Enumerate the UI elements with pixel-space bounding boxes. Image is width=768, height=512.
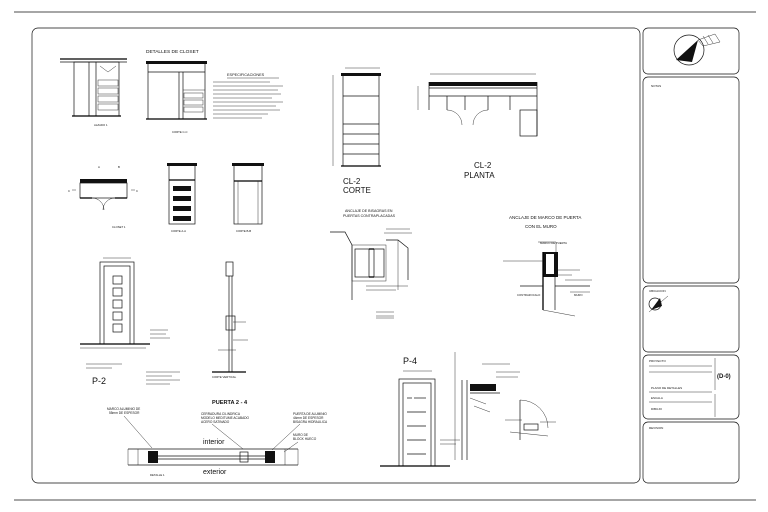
door-plan-detail: MARCO ALUMINIO DE 55mm DE ESPESOR CERRAD…	[107, 407, 328, 477]
interior-label: interior	[203, 439, 225, 446]
closet1-label: CLOSET 1	[112, 225, 126, 229]
p4-label: P-4	[403, 356, 417, 366]
location-box	[642, 285, 740, 353]
corte-cc-label: CORTE C-C	[172, 130, 188, 134]
closet-section-bb: CORTE B-B	[232, 163, 264, 233]
muro-block-line1: MURO DE	[293, 433, 308, 437]
drawing-frame	[31, 27, 641, 484]
muro-callout: MURO	[574, 293, 583, 297]
detalle1-label: DETALLE 1	[150, 473, 165, 477]
anclaje-marco-line2: CON EL MURO	[525, 224, 557, 229]
marco-puerta-callout: MARCO DE PUERTA	[540, 241, 567, 245]
anclaje-marco-line1: ANCLAJE DE MARCO DE PUERTA	[509, 215, 581, 220]
door-p4-elevation	[380, 370, 450, 467]
notes-box	[642, 76, 740, 284]
frame-anchor-detail: ANCLAJE DE MARCO DE PUERTA CON EL MURO M…	[503, 215, 592, 317]
revision-label: REVISION	[649, 426, 663, 430]
corte-bb-label: CORTE B-B	[236, 229, 251, 233]
svg-text:A: A	[98, 165, 100, 169]
marco-aluminio-line1: MARCO ALUMINIO DE	[107, 407, 140, 411]
location-label: UBICACION	[649, 289, 666, 293]
exterior-label: exterior	[203, 469, 227, 476]
title-block: NOTAS UBICACION PROYECTO PLANO DE DETALL…	[642, 27, 740, 484]
spec-title: ESPECIFICACIONES	[227, 73, 265, 77]
marco-aluminio-line2: 55mm DE ESPESOR	[109, 411, 140, 415]
corte-aa-label: CORTE A-A	[171, 229, 186, 233]
specifications-block: ESPECIFICACIONES	[213, 73, 283, 119]
cerradura-line2: MODELO MEDITUME ACABADO	[201, 416, 250, 420]
logo-box	[642, 27, 740, 75]
closet-1-plan: C C A B CLOSET 1	[68, 165, 138, 229]
scale-label: ESCALA	[651, 396, 663, 400]
closet-details-title: DETALLES DE CLOSET	[146, 49, 199, 55]
closet-section-aa: CORTE A-A	[167, 163, 197, 233]
alzado1-label: ALZADO 1	[94, 123, 108, 127]
cl2-corte-line1: CL-2	[343, 177, 361, 186]
sheet-number: (D-0)	[717, 374, 731, 380]
closet-section-cc: CORTE C-C	[146, 61, 207, 134]
puerta-aluminio-line1: PUERTA DE ALUMINIO	[293, 412, 327, 416]
notes-label: NOTAS	[651, 84, 661, 88]
svg-text:B: B	[118, 165, 120, 169]
content-label: PLANO DE DETALLES	[651, 386, 682, 390]
closet-elevation-1: ALZADO 1	[60, 58, 127, 127]
cl2-planta-line2: PLANTA	[464, 171, 495, 180]
drawn-label: DIBUJO	[651, 407, 663, 411]
anclaje-bisagras-line1: ANCLAJE DE BISAGRAS EN	[345, 209, 393, 213]
door-vertical-section: CORTE VERTICAL	[212, 261, 248, 379]
puerta-aluminio-line2: 44mm DE ESPESOR	[293, 416, 324, 420]
door-p2-elevation: P-2	[80, 257, 180, 386]
corte-vertical-label: CORTE VERTICAL	[212, 375, 237, 379]
cl2-section-drawing: CL-2 CORTE	[332, 67, 381, 195]
puerta24-title: PUERTA 2 - 4	[212, 400, 248, 406]
contrazocalo-callout: CONTRAZOCALO	[517, 293, 541, 297]
revision-box	[642, 421, 740, 484]
door-p4-details	[440, 352, 556, 460]
svg-text:C: C	[136, 189, 138, 193]
p2-label: P-2	[92, 376, 106, 386]
hinge-anchor-detail: ANCLAJE DE BISAGRAS EN PUERTAS CONTRAPLA…	[330, 209, 412, 319]
project-label: PROYECTO	[649, 359, 666, 363]
svg-text:C: C	[68, 189, 70, 193]
muro-block-line2: BLOCK HUECO	[293, 437, 317, 441]
cerradura-line3: ACERO SATINADO	[201, 420, 230, 424]
location-map-icon	[648, 295, 669, 313]
compass-logo	[673, 33, 721, 66]
cl2-corte-line2: CORTE	[343, 186, 371, 195]
puerta-aluminio-line3: BISAGRA HIDRAULICA	[293, 420, 328, 424]
project-box	[642, 354, 740, 420]
cl2-planta-line1: CL-2	[474, 161, 492, 170]
cl2-plan-drawing: CL-2 PLANTA	[417, 73, 538, 180]
anclaje-bisagras-line2: PUERTAS CONTRAPLACADAS	[343, 214, 396, 218]
cerradura-line1: CERRADURA CILINDRICA	[201, 412, 241, 416]
